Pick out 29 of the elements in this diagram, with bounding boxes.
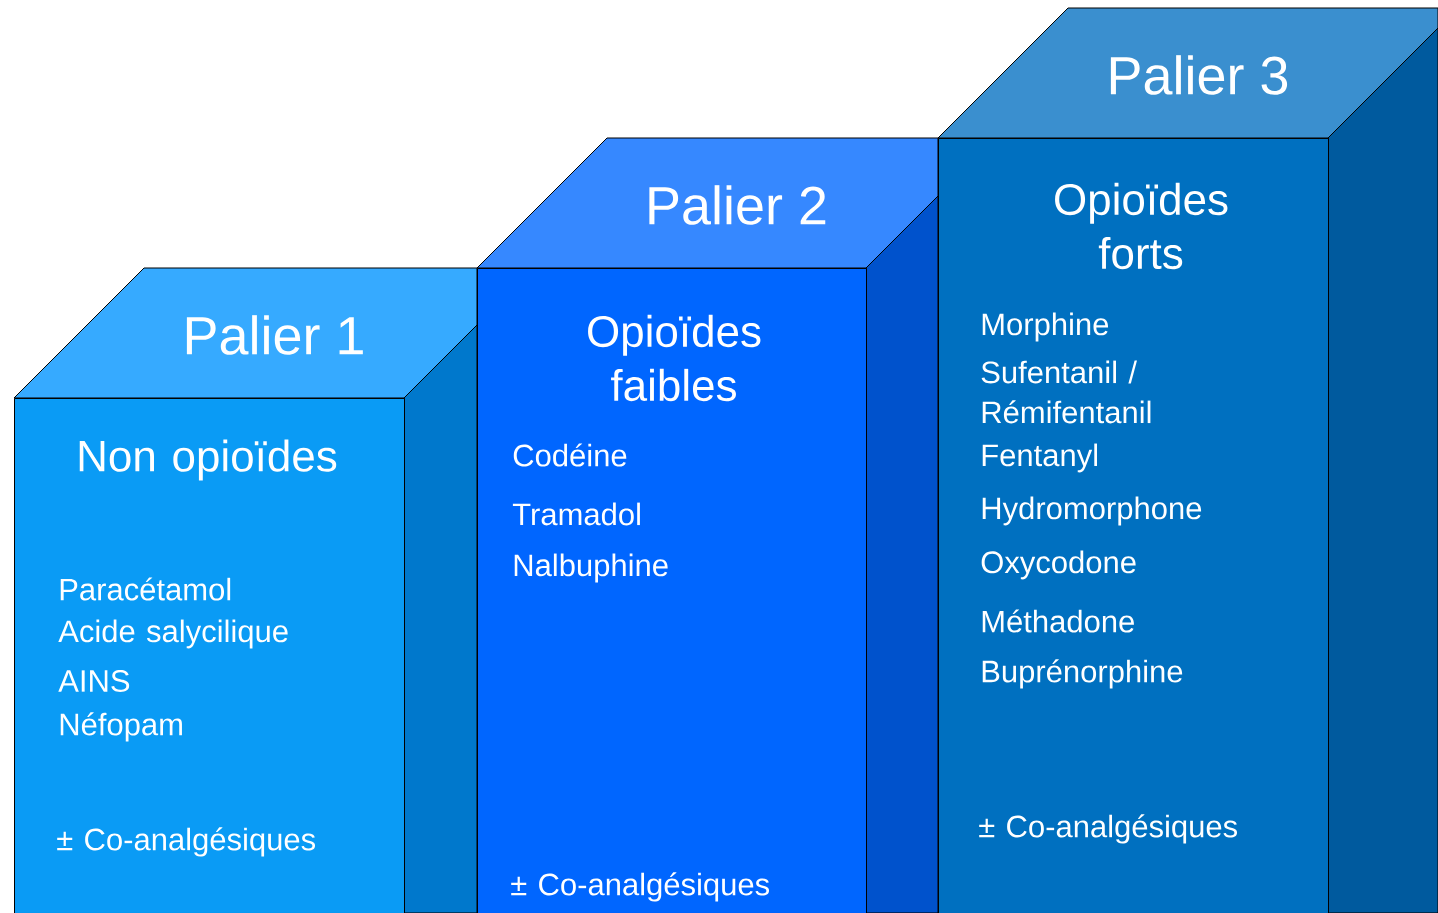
top-face (13, 267, 478, 399)
step-label: Palier 2 (649, 185, 826, 225)
footnote: ± Co-analgésiques (511, 872, 769, 902)
category-heading: Opioïdes faibles (588, 314, 761, 402)
drug-name: Nalbuphine (514, 553, 668, 583)
drug-name: Hydromorphone (982, 496, 1202, 526)
step-label: Palier 3 (1110, 55, 1288, 95)
drug-name: Oxycodone (981, 550, 1136, 580)
step-label: Palier 1 (186, 315, 363, 355)
drug-name: AINS (58, 670, 130, 692)
top-face (937, 7, 1438, 139)
drug-name: Acide salycilique (58, 619, 288, 649)
drug-name: Paracétamol (60, 577, 231, 601)
drug-name: Tramadol (512, 502, 640, 526)
drug-name: Fentanyl (982, 443, 1097, 473)
drug-name: Morphine (982, 312, 1109, 342)
drug-name: Sufentanil / Rémifentanil (981, 360, 1151, 424)
drug-name: Méthadone (982, 609, 1134, 633)
footnote: ± Co-analgésiques (57, 827, 315, 857)
category-heading: Non opioïdes (79, 439, 337, 481)
drug-name: Néfopam (60, 712, 182, 742)
drug-name: Codéine (513, 443, 627, 467)
front-face (938, 138, 1329, 913)
front-face (477, 268, 867, 913)
top-face (476, 137, 939, 269)
drug-name: Buprénorphine (982, 659, 1183, 689)
front-face (14, 398, 405, 913)
footnote: ± Co-analgésiques (979, 814, 1237, 844)
category-heading: Opioïdes forts (1055, 182, 1228, 270)
